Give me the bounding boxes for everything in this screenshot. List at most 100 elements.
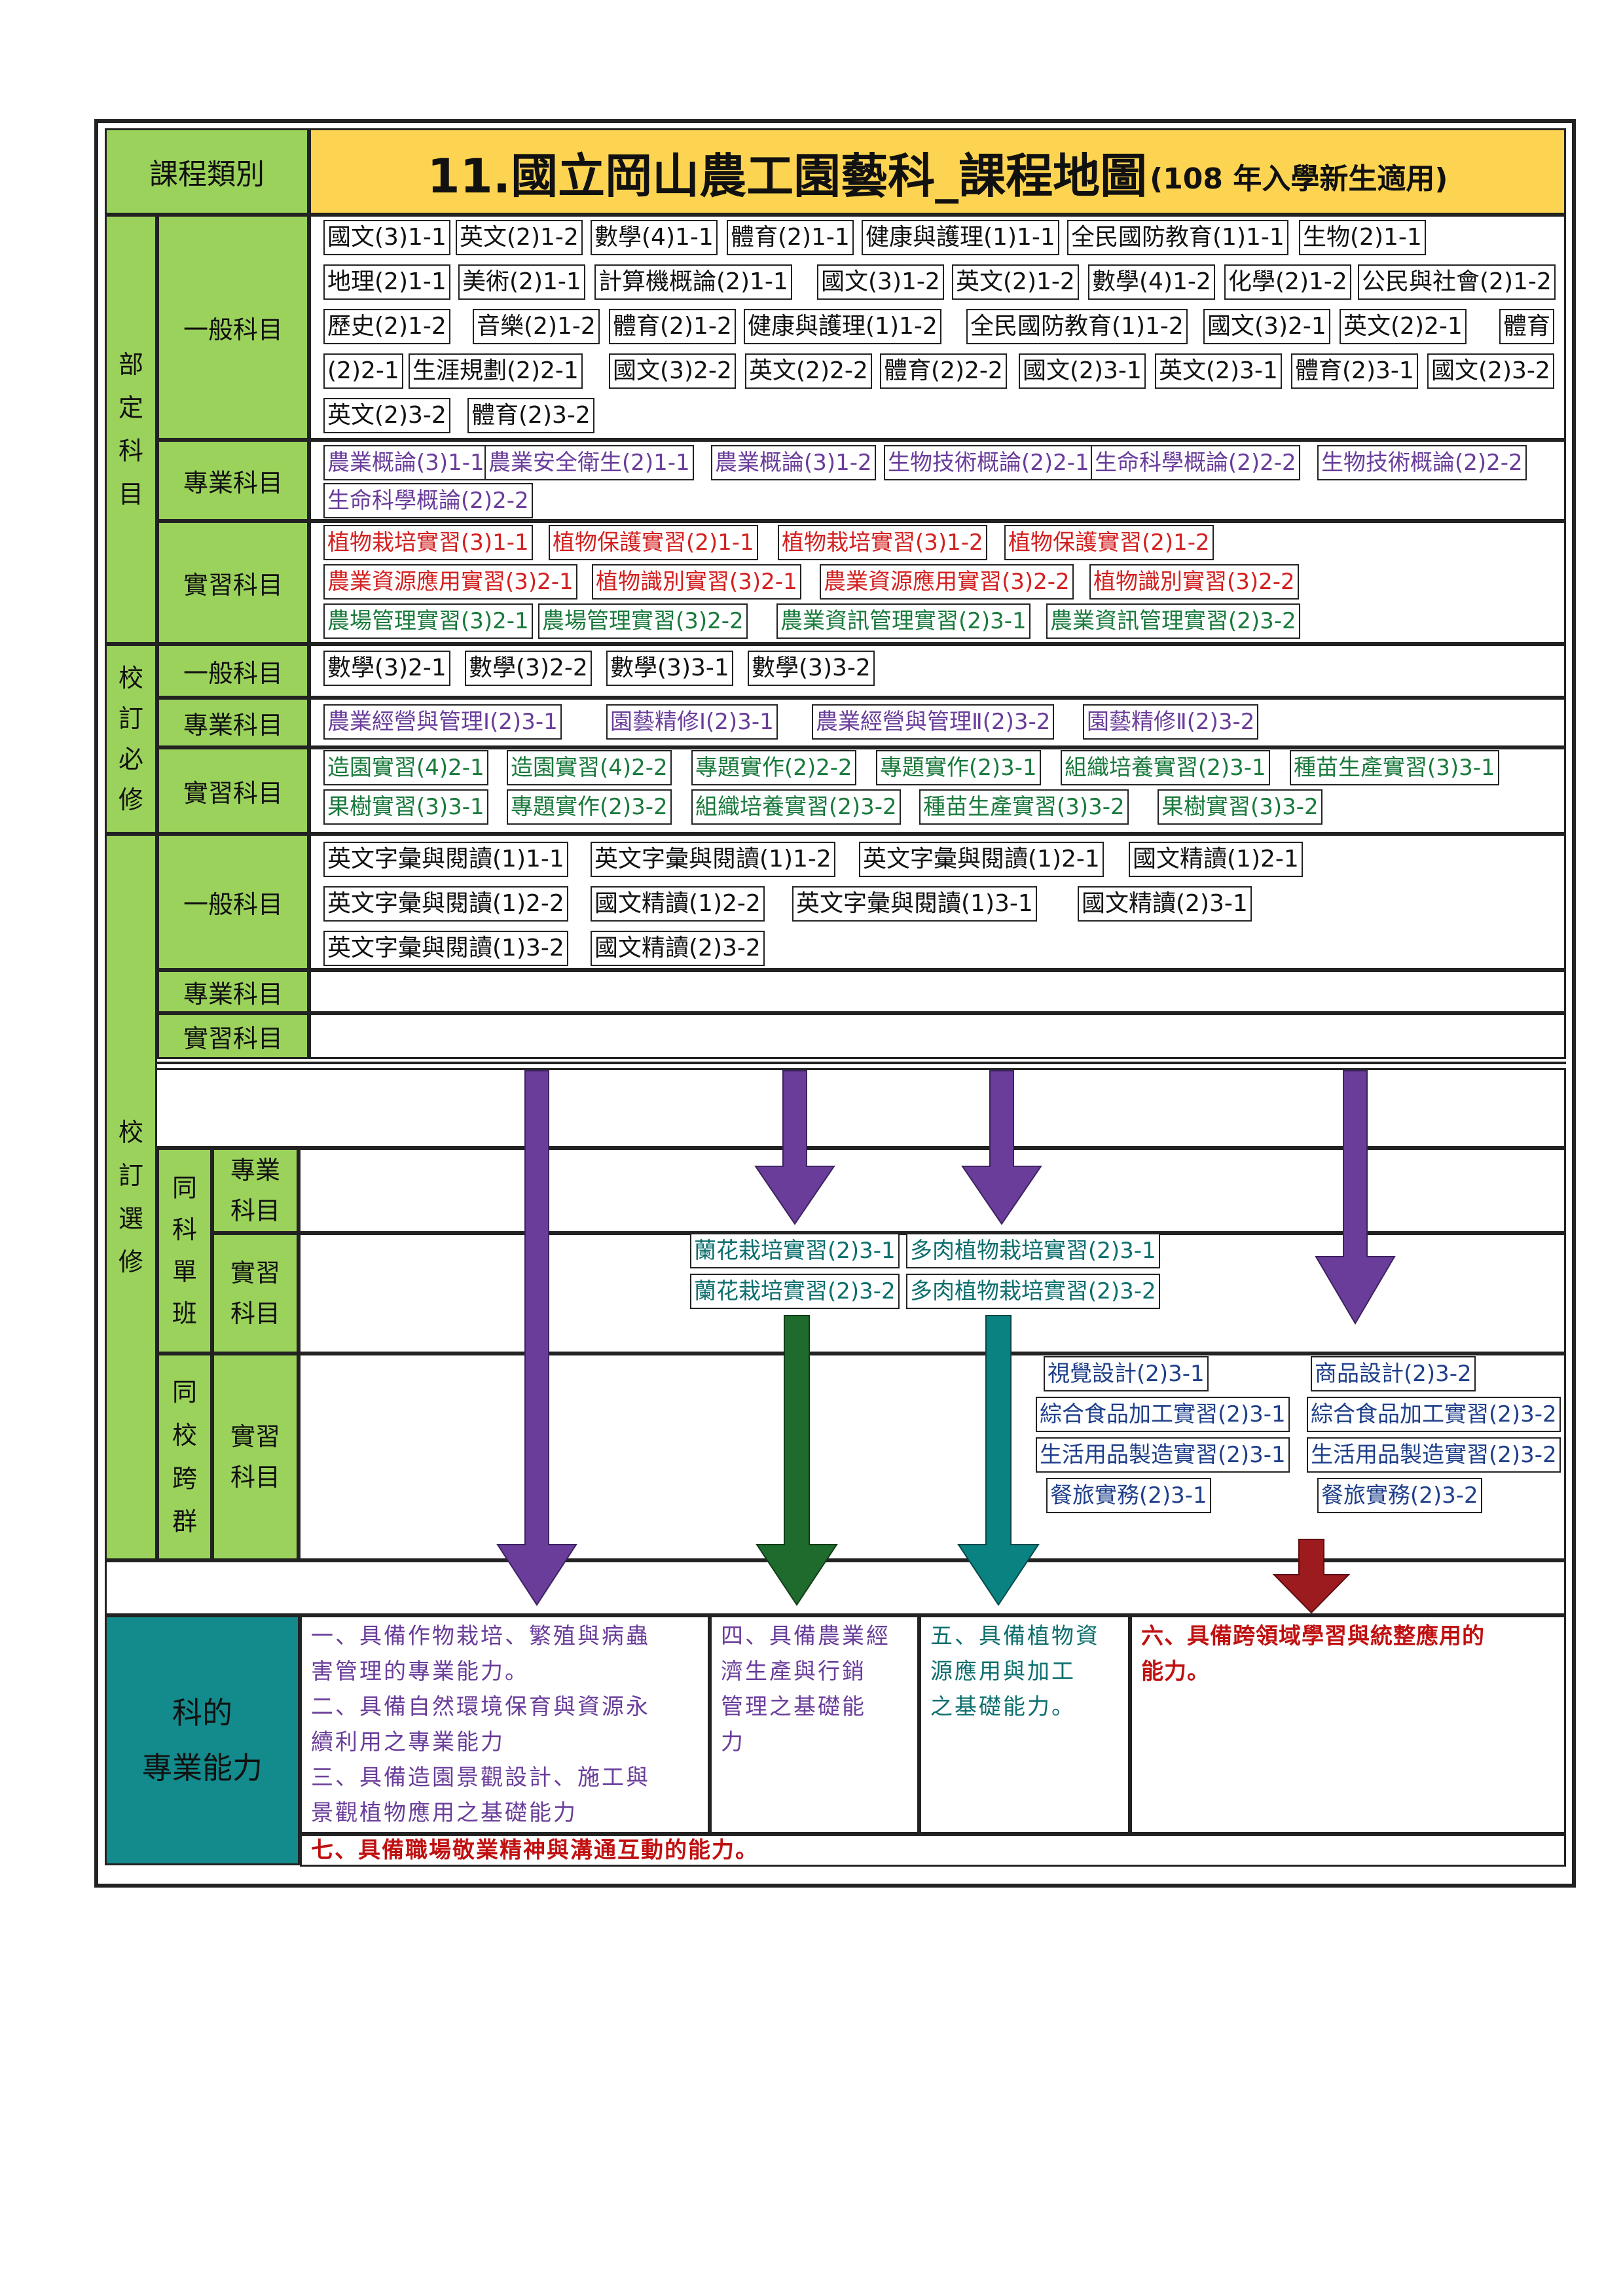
course-chip: 體育 <box>1499 309 1555 344</box>
ministry-group-label: 部 定 科 目 <box>105 215 157 644</box>
course-chip: 植物識別實習(3)2-1 <box>592 564 801 600</box>
label-line: 實習 <box>230 1259 280 1287</box>
course-chip: 植物保護實習(2)1-2 <box>1004 525 1214 560</box>
course-chip: 園藝精修Ⅰ(2)3-1 <box>606 704 778 740</box>
course-chip: 餐旅實務(2)3-1 <box>1046 1478 1211 1513</box>
course-chip: 生物技術概論(2)2-1 <box>884 445 1093 480</box>
course-chip: 生命科學概論(2)2-2 <box>323 483 533 518</box>
course-chip: 農業安全衛生(2)1-1 <box>484 445 694 480</box>
course-chip: 英文字彙與閱讀(1)1-1 <box>323 842 568 877</box>
course-chip: 健康與護理(1)1-2 <box>744 309 941 344</box>
course-chip: 農業資訊管理實習(2)3-1 <box>776 603 1030 639</box>
course-chip: 體育(2)1-1 <box>727 220 854 255</box>
course-chip: 植物栽培實習(3)1-1 <box>323 525 533 560</box>
course-chip: 數學(3)2-1 <box>323 651 450 686</box>
course-chip: 體育(2)3-1 <box>1291 353 1418 389</box>
elective-general-label: 一般科目 <box>157 834 309 970</box>
ability-line: 力 <box>721 1729 745 1755</box>
group-char: 跨 <box>172 1464 197 1493</box>
same-dept-label: 同 科 單 班 <box>157 1148 212 1354</box>
course-chip: 組織培養實習(2)3-1 <box>1061 750 1270 785</box>
elective-professional-cell <box>309 970 1566 1013</box>
course-chip: 造園實習(4)2-1 <box>323 750 488 785</box>
course-chip: 專題實作(2)3-1 <box>876 750 1041 785</box>
course-chip: 國文(3)1-1 <box>323 220 450 255</box>
ability-line: 景觀植物應用之基礎能力 <box>311 1800 577 1826</box>
ability-column-2: 四、具備農業經 濟生產與行銷 管理之基礎能 力 <box>710 1615 919 1834</box>
group-char: 群 <box>172 1507 197 1536</box>
course-chip: 國文精讀(2)3-2 <box>591 931 765 966</box>
course-chip: 全民國防教育(1)1-1 <box>1067 220 1288 255</box>
course-chip: 專題實作(2)2-2 <box>691 750 856 785</box>
ministry-practice-label: 實習科目 <box>157 521 309 644</box>
course-chip: 體育(2)1-2 <box>609 309 736 344</box>
course-chip: 英文字彙與閱讀(1)2-2 <box>323 886 568 922</box>
course-chip: 英文字彙與閱讀(1)3-2 <box>323 931 568 966</box>
ability-line: 續利用之專業能力 <box>311 1729 505 1755</box>
course-chip: 音樂(2)1-2 <box>473 309 600 344</box>
label-line: 科目 <box>230 1299 280 1328</box>
course-chip: 果樹實習(3)3-1 <box>323 789 488 825</box>
course-chip: 多肉植物栽培實習(2)3-1 <box>906 1233 1160 1268</box>
group-char: 科 <box>172 1215 197 1244</box>
ability-row-7: 七、具備職場敬業精神與溝通互動的能力。 <box>300 1834 1566 1867</box>
course-chip: 綜合食品加工實習(2)3-2 <box>1307 1397 1561 1432</box>
course-chip: 地理(2)1-1 <box>323 264 450 300</box>
ability-line: 五、具備植物資 <box>930 1623 1100 1649</box>
group-char: 校 <box>118 1118 143 1147</box>
label-line: 科目 <box>230 1463 280 1492</box>
required-professional-label: 專業科目 <box>157 698 309 747</box>
course-chip: 蘭花栽培實習(2)3-1 <box>690 1233 900 1268</box>
label-line: 科的 <box>172 1695 232 1731</box>
course-chip: 農業經營與管理Ⅰ(2)3-1 <box>323 704 562 740</box>
ability-line: 三、具備造園景觀設計、施工與 <box>311 1765 650 1791</box>
course-chip: 國文(3)1-2 <box>817 264 944 300</box>
course-chip: 專題實作(2)3-2 <box>507 789 672 825</box>
elective-group-label: 校 訂 選 修 <box>105 834 157 1560</box>
course-chip: 英文(2)2-2 <box>745 353 872 389</box>
title-text: 11.國立岡山農工園藝科_課程地圖 <box>427 148 1148 204</box>
course-chip: 視覺設計(2)3-1 <box>1044 1356 1209 1391</box>
group-char: 科 <box>118 437 143 465</box>
course-chip: 數學(3)3-1 <box>606 651 733 686</box>
course-category-header: 課程類別 <box>105 128 309 215</box>
same-dept-practice-label: 實習 科目 <box>212 1233 299 1354</box>
ability-line: 之基礎能力。 <box>930 1694 1076 1720</box>
ability-line: 害管理的專業能力。 <box>311 1659 529 1685</box>
course-chip: 美術(2)1-1 <box>458 264 585 300</box>
ability-line: 源應用與加工 <box>930 1659 1076 1685</box>
course-chip: 英文(2)3-2 <box>323 398 450 433</box>
course-chip: 健康與護理(1)1-1 <box>862 220 1059 255</box>
page-title: 11.國立岡山農工園藝科_課程地圖 (108 年入學新生適用) <box>309 128 1566 215</box>
course-chip: 果樹實習(3)3-2 <box>1158 789 1322 825</box>
course-chip: 國文(3)2-1 <box>1203 309 1330 344</box>
elective-blank-row <box>157 1068 1566 1148</box>
course-chip: 農業資源應用實習(3)2-1 <box>323 564 577 600</box>
required-group-label: 校 訂 必 修 <box>105 644 157 834</box>
ability-line: 能力。 <box>1141 1659 1210 1685</box>
course-chip: 生物(2)1-1 <box>1299 220 1426 255</box>
course-chip: 國文(2)3-2 <box>1427 353 1554 389</box>
course-chip: 生活用品製造實習(2)3-1 <box>1036 1437 1290 1473</box>
course-chip: 生命科學概論(2)2-2 <box>1091 445 1300 480</box>
course-chip: 生活用品製造實習(2)3-2 <box>1307 1437 1561 1473</box>
course-chip: 體育(2)3-2 <box>467 398 594 433</box>
ability-column-4: 六、具備跨領域學習與統整應用的 能力。 <box>1130 1615 1566 1834</box>
ministry-general-label: 一般科目 <box>157 215 309 440</box>
course-chip: 國文精讀(2)3-1 <box>1078 886 1252 922</box>
course-chip: 數學(3)3-2 <box>748 651 875 686</box>
course-chip: 種苗生產實習(3)3-1 <box>1290 750 1499 785</box>
label-line: 科目 <box>230 1196 280 1225</box>
course-chip: 農業概論(3)1-1 <box>323 445 488 480</box>
course-chip: (2)2-1 <box>323 353 403 389</box>
group-char: 修 <box>118 785 143 814</box>
course-chip: 全民國防教育(1)1-2 <box>966 309 1188 344</box>
course-chip: 生涯規劃(2)2-1 <box>409 353 583 389</box>
ability-column-3: 五、具備植物資 源應用與加工 之基礎能力。 <box>919 1615 1130 1834</box>
group-char: 同 <box>172 1378 197 1407</box>
group-char: 必 <box>118 745 143 774</box>
group-char: 校 <box>118 664 143 692</box>
course-chip: 數學(4)1-1 <box>591 220 718 255</box>
elective-professional-label: 專業科目 <box>157 970 309 1013</box>
course-chip: 植物栽培實習(3)1-2 <box>778 525 987 560</box>
